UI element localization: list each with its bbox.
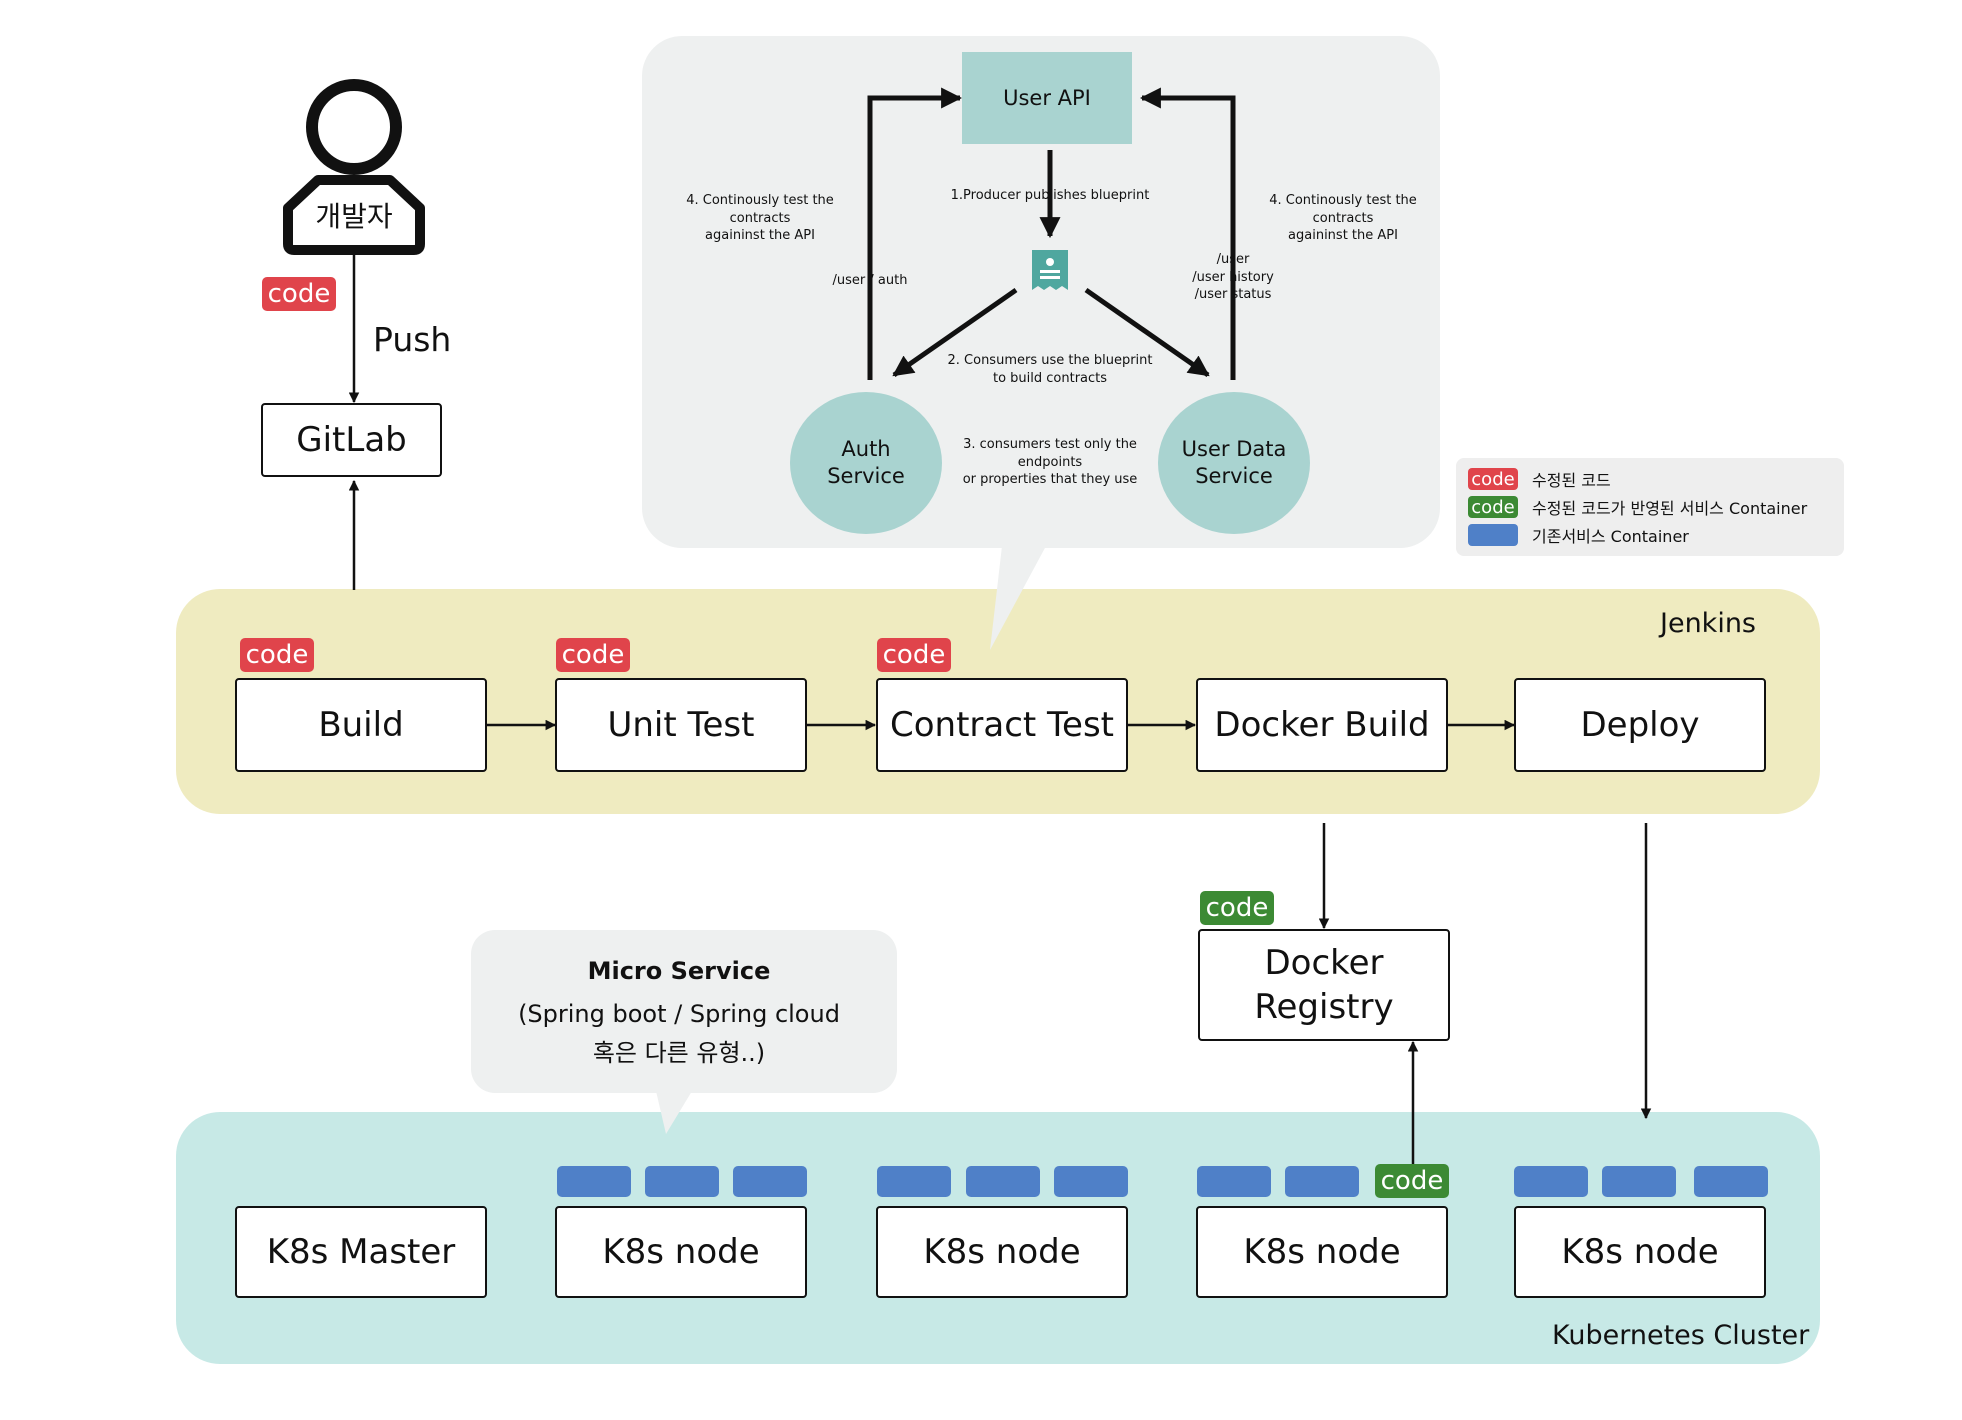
step3-line1: 3. consumers test only the: [963, 437, 1137, 452]
container-chip: [557, 1166, 631, 1197]
step1-label: 1.Producer publishes blueprint: [950, 188, 1150, 203]
micro-service-callout: [471, 930, 897, 1093]
auth-endpoint-label: /user / auth: [832, 273, 908, 288]
contract-test-code-badge: code: [877, 638, 951, 672]
docker-registry-line1: Docker: [1264, 942, 1384, 983]
kubernetes-cluster-label: Kubernetes Cluster: [1552, 1320, 1810, 1351]
step3-line3: or properties that they use: [962, 472, 1138, 488]
legend-item-existing-container: 기존서비스 Container: [1468, 524, 1689, 546]
step4-left-label: 4. Continously test the contracts againi…: [665, 192, 855, 245]
container-chip: [1285, 1166, 1359, 1197]
legend-item-deployed-container: code 수정된 코드가 반영된 서비스 Container: [1468, 496, 1807, 518]
step4-right-line1: 4. Continously test the: [1269, 193, 1417, 208]
legend-text-deployed-container: 수정된 코드가 반영된 서비스 Container: [1532, 499, 1808, 518]
legend-text-existing-container: 기존서비스 Container: [1532, 527, 1689, 546]
jenkins-label: Jenkins: [1660, 608, 1757, 639]
legend: code 수정된 코드 code 수정된 코드가 반영된 서비스 Contain…: [1456, 458, 1844, 556]
user-endpoint-1: /user: [1216, 252, 1250, 267]
step2-label: 2. Consumers use the blueprint to build …: [930, 352, 1170, 387]
micro-service-title: Micro Service: [587, 957, 771, 985]
container-chip: [733, 1166, 807, 1197]
node-code-badge: code: [1375, 1164, 1449, 1198]
user-endpoints-label: /user /user history /user status: [1178, 251, 1288, 304]
user-data-service-line2: Service: [1195, 464, 1273, 488]
legend-swatch-green: code: [1468, 496, 1518, 518]
legend-swatch-red: code: [1468, 468, 1518, 490]
contract-test-stage-box[interactable]: Contract Test: [876, 678, 1128, 772]
user-data-service-line1: User Data: [1181, 436, 1287, 461]
step3-line2: endpoints: [1017, 454, 1083, 470]
build-stage-box[interactable]: Build: [235, 678, 487, 772]
container-chip: [966, 1166, 1040, 1197]
legend-item-modified-code: code 수정된 코드: [1468, 468, 1611, 490]
unit-test-code-badge: code: [556, 638, 630, 672]
step4-right-line2: contracts: [1312, 210, 1374, 226]
docker-registry-box[interactable]: Docker Registry: [1198, 929, 1450, 1041]
container-chip: [645, 1166, 719, 1197]
step2-line1: 2. Consumers use the blueprint: [947, 353, 1153, 368]
unit-test-stage-box[interactable]: Unit Test: [555, 678, 807, 772]
user-endpoint-2: /user history: [1192, 269, 1274, 285]
k8s-node-box[interactable]: K8s node: [876, 1206, 1128, 1298]
micro-service-line2: 혹은 다른 유형..): [592, 1039, 766, 1067]
deploy-stage-box[interactable]: Deploy: [1514, 678, 1766, 772]
k8s-node-box[interactable]: K8s node: [1196, 1206, 1448, 1298]
step4-right-label: 4. Continously test the contracts againi…: [1248, 192, 1438, 245]
legend-swatch-blue: [1468, 524, 1518, 546]
build-code-badge: code: [240, 638, 314, 672]
docker-build-stage-box[interactable]: Docker Build: [1196, 678, 1448, 772]
k8s-node-box[interactable]: K8s node: [1514, 1206, 1766, 1298]
step4-left-line3: againinst the API: [705, 228, 815, 244]
micro-service-line1: (Spring boot / Spring cloud: [518, 1000, 840, 1028]
step2-line2: to build contracts: [992, 370, 1108, 386]
developer-code-badge: code: [262, 277, 336, 311]
container-chip: [1054, 1166, 1128, 1197]
docker-registry-line2: Registry: [1254, 987, 1394, 1027]
container-chip: [1602, 1166, 1676, 1197]
auth-service-line2: Service: [827, 464, 905, 488]
push-label: Push: [373, 320, 452, 359]
container-chip: [1197, 1166, 1271, 1197]
auth-service-line1: Auth: [841, 436, 891, 461]
developer-label: 개발자: [315, 200, 393, 233]
step4-left-line1: 4. Continously test the: [686, 193, 834, 208]
container-chip: [877, 1166, 951, 1197]
step3-label: 3. consumers test only the endpoints or …: [940, 436, 1160, 489]
registry-code-badge: code: [1200, 891, 1274, 925]
k8s-master-box[interactable]: K8s Master: [235, 1206, 487, 1298]
legend-text-modified-code: 수정된 코드: [1532, 471, 1611, 490]
step4-right-line3: againinst the API: [1288, 228, 1398, 244]
k8s-node-box[interactable]: K8s node: [555, 1206, 807, 1298]
gitlab-box[interactable]: GitLab: [261, 403, 442, 477]
user-api-box: User API: [962, 52, 1132, 144]
container-chip: [1694, 1166, 1768, 1197]
step4-left-line2: contracts: [729, 210, 791, 226]
container-chip: [1514, 1166, 1588, 1197]
user-endpoint-3: /user status: [1194, 287, 1272, 303]
